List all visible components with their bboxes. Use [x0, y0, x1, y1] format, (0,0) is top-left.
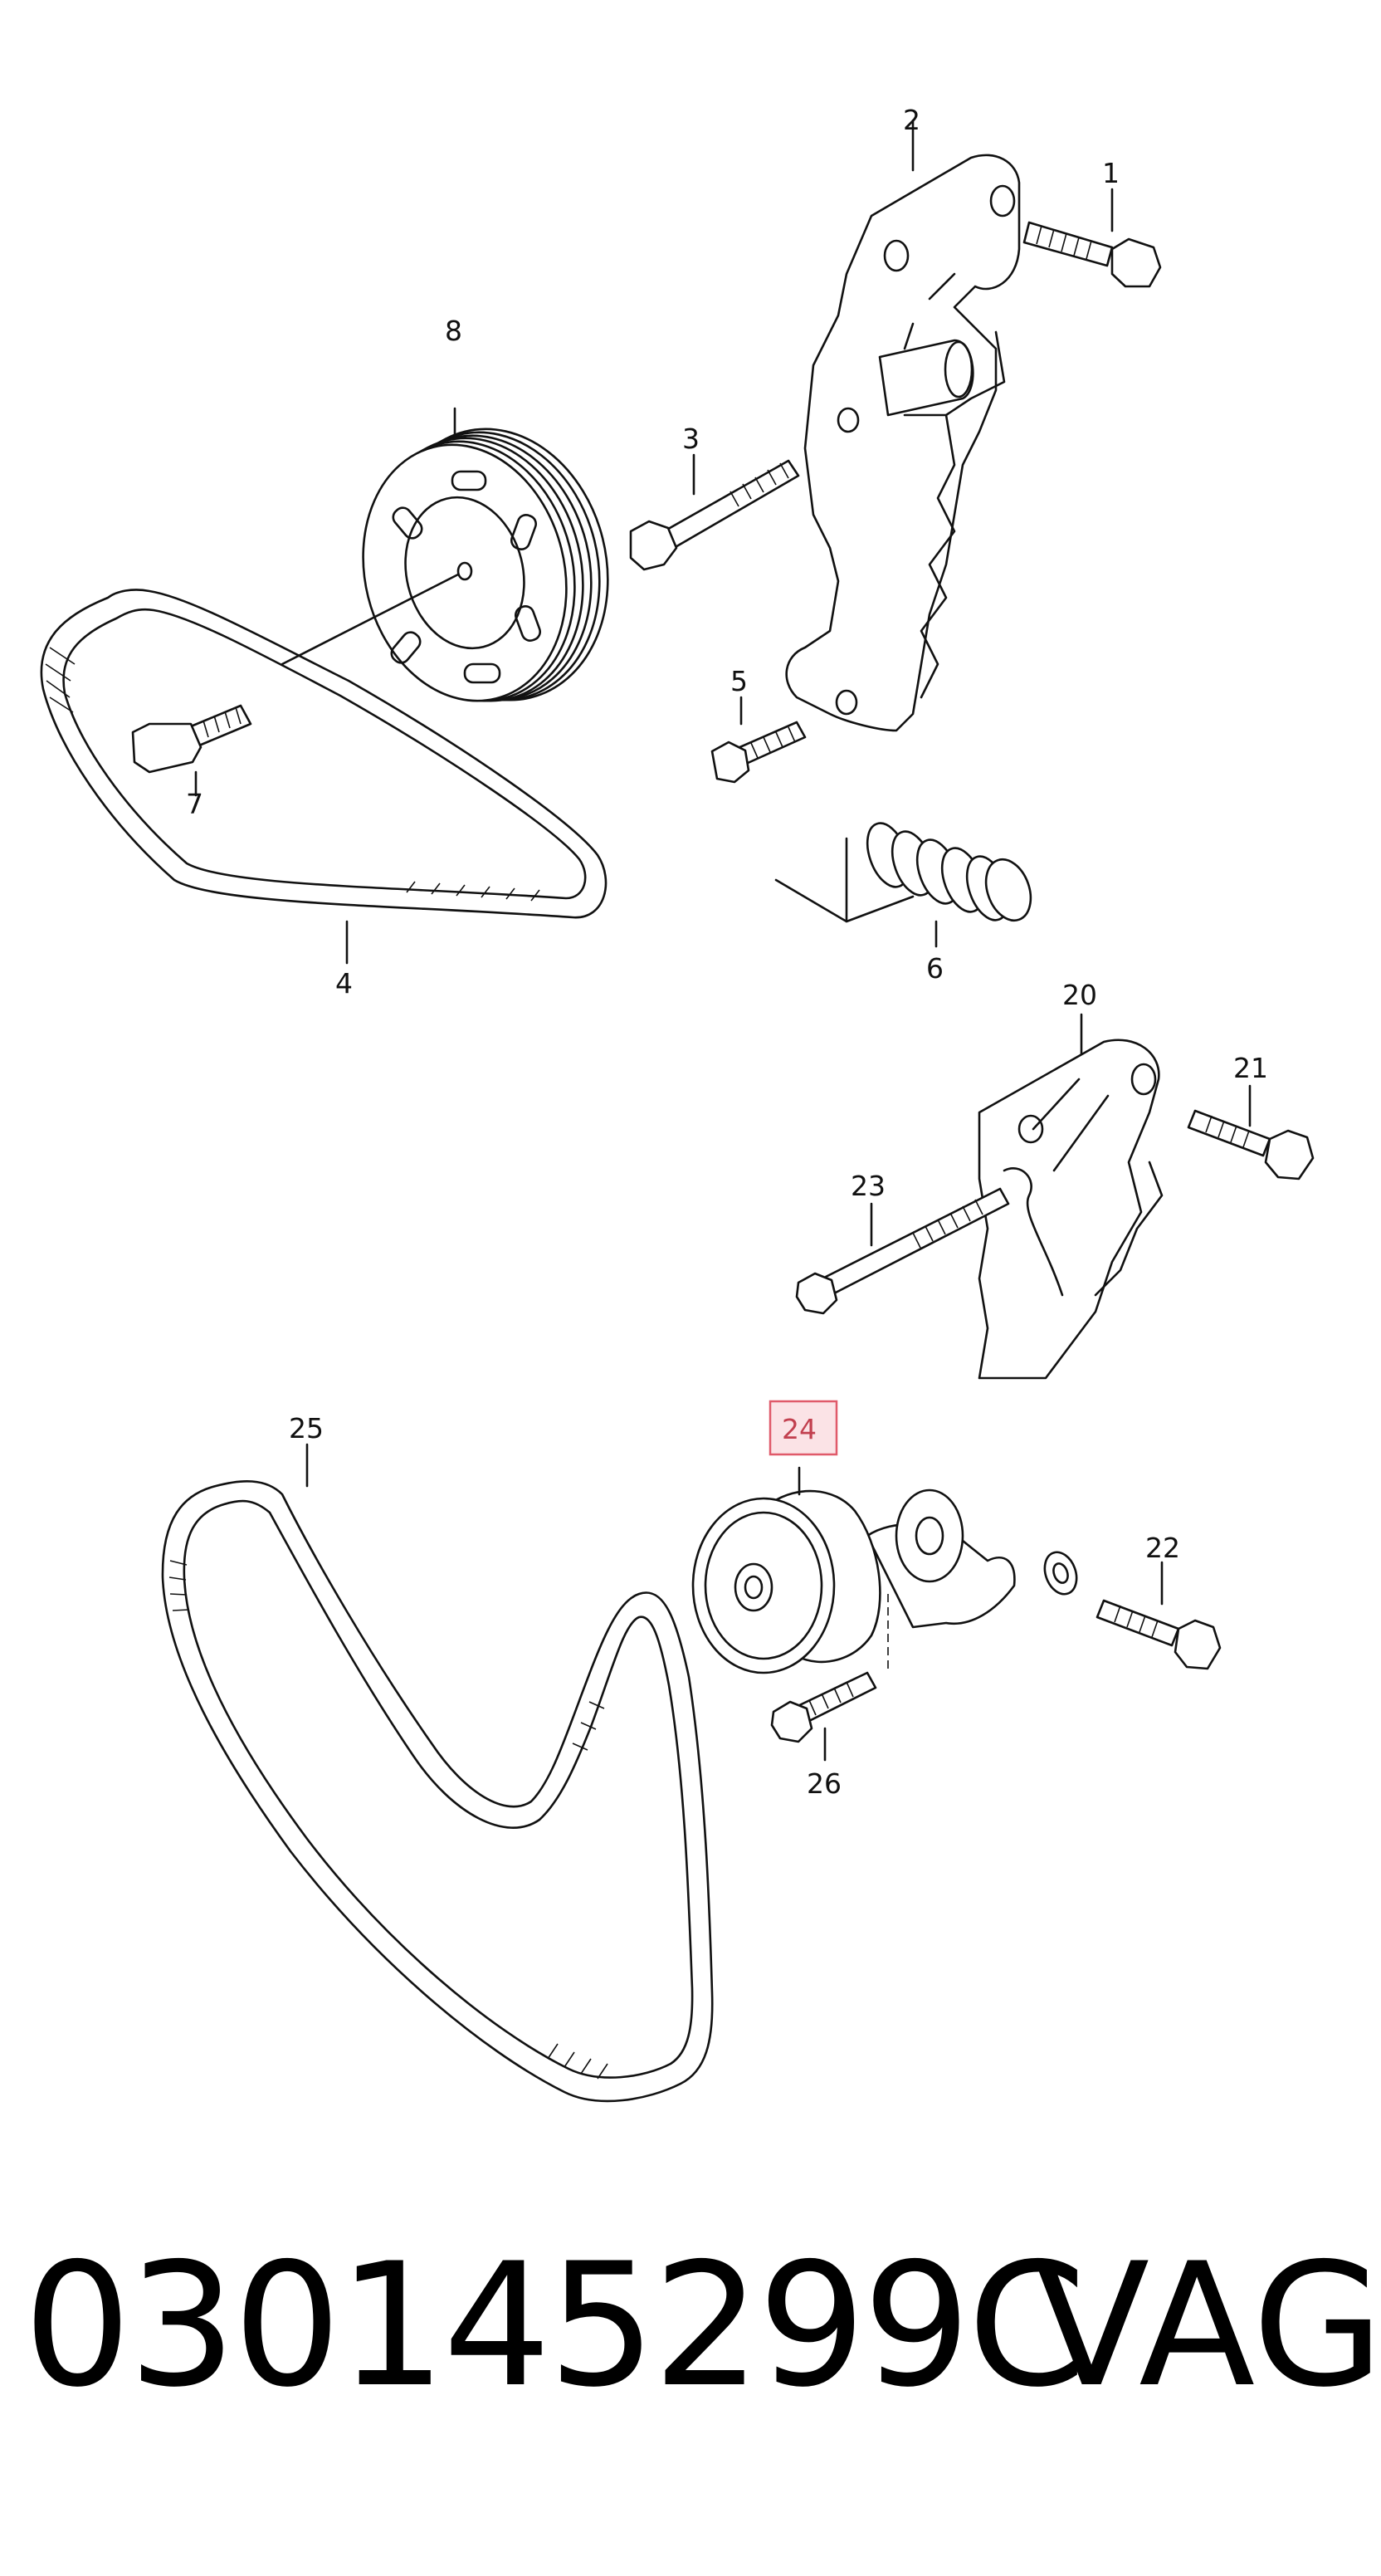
- part-6-spring: [774, 822, 1032, 948]
- part-26-bolt: [770, 1671, 877, 1762]
- part-21-bolt: [1187, 1084, 1315, 1180]
- part-2-bracket: [785, 119, 1021, 732]
- callout-24: 24: [782, 1413, 817, 1445]
- callout-22: 22: [1145, 1532, 1180, 1564]
- callout-3: 3: [682, 423, 700, 455]
- callout-26: 26: [807, 1767, 842, 1800]
- part-8-pulley: [281, 407, 609, 702]
- callout-4: 4: [335, 967, 353, 1000]
- callout-7: 7: [186, 788, 203, 820]
- part-23-bolt: [795, 1187, 1010, 1315]
- exploded-parts-diagram: 1 2 3 4 5 6 7 8 20 21 22 23 24 25 26: [40, 104, 1315, 2103]
- callout-21: 21: [1233, 1052, 1268, 1084]
- part-20-bracket: [978, 1013, 1164, 1380]
- part-7-bolt: [131, 704, 252, 797]
- part-25-belt: [161, 1443, 714, 2103]
- callout-25: 25: [289, 1412, 324, 1444]
- part-1-bolt: [1022, 188, 1162, 288]
- callout-8: 8: [445, 315, 462, 347]
- callout-6: 6: [926, 952, 944, 985]
- callout-2: 2: [903, 104, 920, 136]
- brand-name: VAG: [1033, 2227, 1381, 2425]
- callout-20: 20: [1062, 979, 1097, 1011]
- part-4-belt: [40, 589, 608, 965]
- part-22-bolt: [1043, 1551, 1222, 1670]
- part-3-bolt: [629, 453, 800, 571]
- callout-1: 1: [1102, 157, 1120, 189]
- callout-5: 5: [730, 665, 748, 697]
- part-5-bolt: [710, 696, 807, 784]
- part-number: 030145299C: [23, 2227, 1086, 2425]
- part-24-tensioner: [691, 1466, 1016, 1674]
- highlight-box: [769, 1400, 838, 1456]
- callout-23: 23: [851, 1170, 886, 1202]
